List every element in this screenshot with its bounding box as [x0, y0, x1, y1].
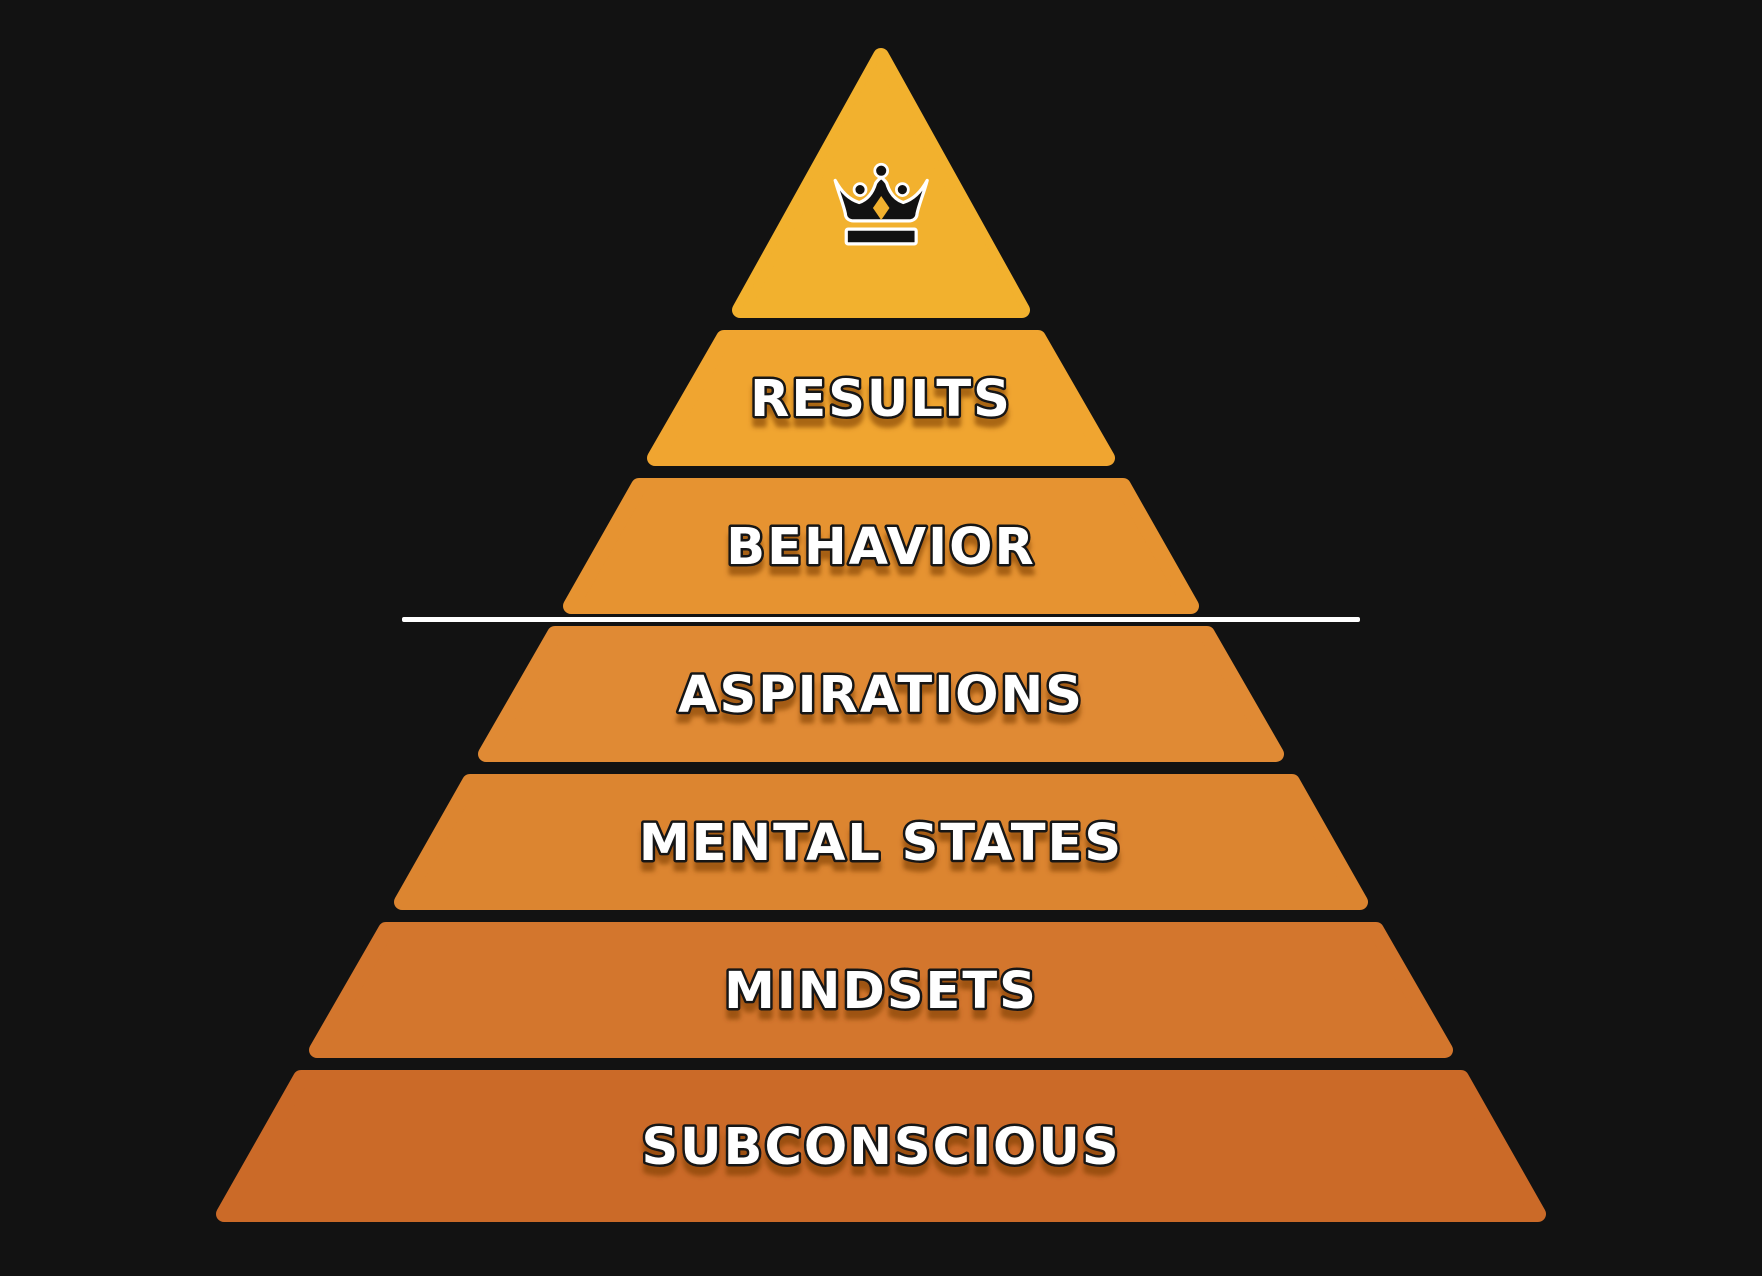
crown-icon: [833, 162, 929, 246]
crown-ball-right: [895, 182, 910, 197]
crown-ball-left: [852, 182, 868, 197]
level-mental-states-shape: [394, 774, 1368, 910]
level-results-shape: [647, 330, 1115, 466]
level-aspirations-label: ASPIRATIONS: [678, 666, 1084, 725]
crown-ball-middle: [873, 162, 890, 179]
level-results-label: RESULTS: [750, 370, 1012, 429]
level-mindsets-shape: [309, 922, 1453, 1058]
conscious-subconscious-divider: [402, 617, 1360, 622]
crown-diamond: [872, 196, 890, 220]
level-mindsets-label: MINDSETS: [724, 962, 1038, 1021]
crown-base: [844, 227, 918, 246]
level-subconscious-shape: [216, 1070, 1546, 1222]
level-behavior-label: BEHAVIOR: [726, 518, 1035, 577]
level-mental-states-label: MENTAL STATES: [639, 814, 1123, 873]
level-aspirations-shape: [478, 626, 1284, 762]
level-behavior-shape: [563, 478, 1199, 614]
apex-stroke-sync: [739, 54, 1023, 311]
level-subconscious-label: SUBCONSCIOUS: [641, 1118, 1120, 1177]
